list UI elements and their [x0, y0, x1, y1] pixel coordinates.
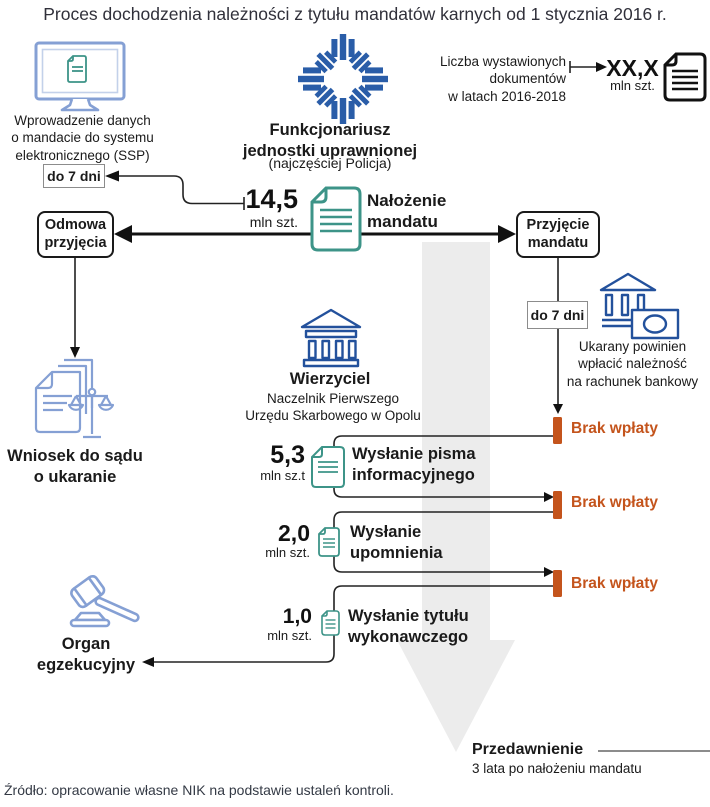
- gavel-icon: [69, 574, 140, 628]
- arrowhead-ssp: [105, 170, 119, 182]
- acceptance-deadline-box: do 7 dni: [527, 301, 588, 329]
- acceptance-deadline-label: do 7 dni: [530, 307, 585, 323]
- refusal-label: Odmowa przyjęcia: [44, 216, 107, 251]
- step-unit-1: mln sz.t: [260, 468, 305, 483]
- step-doc-icon-3: [321, 610, 340, 636]
- no-payment-bar-3: [553, 570, 562, 597]
- no-payment-label-2: Brak wpłaty: [571, 494, 659, 511]
- limitation-title: Przedawnienie: [472, 741, 584, 758]
- arrowhead-bar1-down: [553, 404, 563, 414]
- source-note: Źródło: opracowanie własne NIK na podsta…: [4, 782, 394, 798]
- arrowhead-enforcement-left: [142, 657, 154, 667]
- step-unit-3: mln szt.: [267, 628, 312, 643]
- issue-unit: mln szt.: [249, 214, 298, 230]
- no-payment-label-3: Brak wpłaty: [571, 575, 659, 592]
- arrowhead-legend: [596, 62, 607, 72]
- ssp-connector: [117, 175, 245, 210]
- step-unit-2: mln szt.: [265, 545, 310, 560]
- police-star-icon: [298, 34, 388, 124]
- arrowhead-bar2-right: [544, 492, 554, 502]
- arrowhead-right: [498, 225, 516, 243]
- step-doc-icon-2: [318, 527, 340, 557]
- step-label-3: Wysłanie tytułu wykonawczego: [348, 607, 469, 646]
- step-label-1: Wysłanie pisma informacyjnego: [352, 445, 476, 484]
- issued-documents-icon: [663, 52, 707, 102]
- limitation-subtitle: 3 lata po nałożeniu mandatu: [472, 761, 642, 776]
- ssp-label: Wprowadzenie danych o mandacie do system…: [11, 113, 154, 163]
- issue-label: Nałożenie mandatu: [367, 191, 447, 232]
- acceptance-label: Przyjęcie mandatu: [526, 216, 590, 251]
- arrowhead-refusal-down: [70, 347, 80, 358]
- court-docs-scales-icon: [34, 358, 114, 439]
- creditor-name: Wierzyciel: [289, 370, 371, 388]
- mandate-document-icon: [310, 186, 362, 252]
- acceptance-box: Przyjęcie mandatu: [516, 211, 600, 258]
- no-payment-bar-2: [553, 491, 562, 519]
- legend-arrow: [569, 61, 596, 73]
- no-payment-label-1: Brak wpłaty: [571, 420, 659, 437]
- legend-unit: mln szt.: [610, 78, 655, 93]
- creditor-detail: Naczelnik Pierwszego Urzędu Skarbowego w…: [245, 391, 421, 424]
- computer-monitor-icon: [34, 41, 126, 112]
- legend-value: XX,X: [606, 55, 659, 81]
- step-value-2: 2,0: [278, 520, 310, 546]
- payment-note: Ukarany powinien wpłacić należność na ra…: [566, 339, 699, 389]
- creditor-bank-icon: [300, 308, 362, 368]
- step-value-1: 5,3: [270, 441, 305, 469]
- legend-label: Liczba wystawionych dokumentów w latach …: [439, 54, 566, 104]
- enforcement-label: Organ egzekucyjny: [36, 635, 136, 674]
- step-doc-icon-1: [311, 446, 345, 488]
- step-label-2: Wysłanie upomnienia: [350, 523, 443, 562]
- court-label: Wniosek do sądu o ukaranie: [7, 447, 143, 486]
- page-title: Proces dochodzenia należności z tytułu m…: [43, 4, 667, 24]
- issue-value: 14,5: [245, 184, 298, 214]
- bank-money-icon: [599, 272, 680, 340]
- officer-name: Funkcjonariusz jednostki uprawnionej: [242, 121, 418, 160]
- ssp-deadline-label: do 7 dni: [47, 168, 101, 184]
- refusal-box: Odmowa przyjęcia: [37, 211, 114, 258]
- ssp-deadline-box: do 7 dni: [43, 164, 105, 188]
- officer-subtitle: (najczęściej Policja): [268, 155, 392, 171]
- arrowhead-left: [114, 225, 132, 243]
- step-value-3: 1,0: [282, 605, 312, 628]
- no-payment-bar-1: [553, 417, 562, 444]
- arrowhead-bar3-right: [544, 567, 554, 577]
